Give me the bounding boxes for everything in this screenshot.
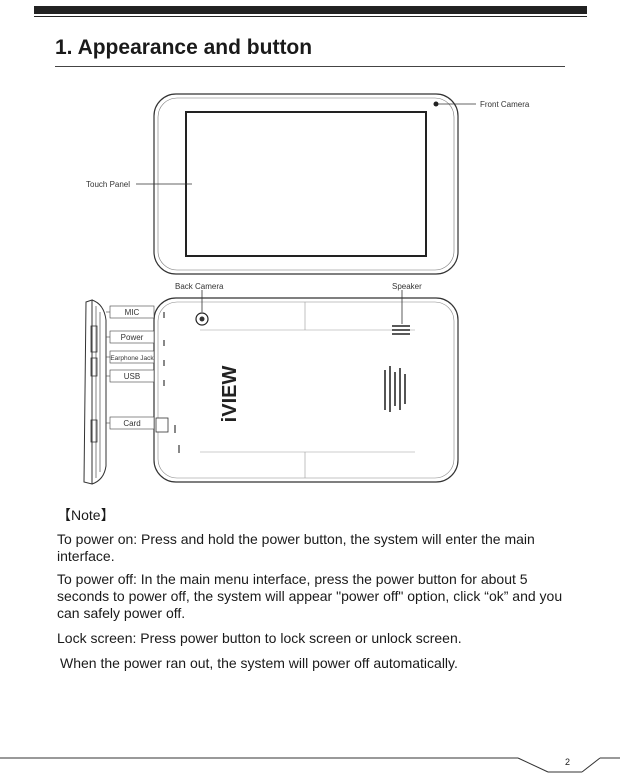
usb-label: USB [124,372,140,381]
svg-text:iVIEW: iVIEW [219,366,241,423]
section-title: 1. Appearance and button [55,36,313,59]
touch-panel-screen [185,111,427,257]
note-paragraph-power-on: To power on: Press and hold the power bu… [57,531,535,564]
card-slot [155,417,169,433]
tablet-side-profile [83,299,107,485]
earphone-jack-label: Earphone Jack [110,355,154,362]
note-paragraph-power-off: To power off: In the main menu interface… [57,571,563,621]
power-label: Power [121,333,144,342]
front-camera-label: Front Camera [480,100,530,109]
back-camera-label: Back Camera [175,282,224,291]
speaker-grille [392,325,410,335]
page-number: 2 [565,757,571,767]
mic-label: MIC [125,308,140,317]
speaker-label: Speaker [392,282,422,291]
side-port-callouts [106,305,155,430]
touch-panel-label: Touch Panel [86,180,130,189]
tablet-back-shell [153,297,459,483]
header-rule [34,16,587,17]
note-paragraph-auto-off: When the power ran out, the system will … [60,655,458,671]
tablet-back-view: iVIEW [153,290,459,483]
footer-rule [0,757,620,773]
tablet-front-view [136,93,476,275]
tablet-figure: Front Camera Touch Panel iVIEW [83,93,530,485]
note-heading: 【Note】 [57,507,115,523]
front-camera-dot [433,101,439,107]
regulatory-marks [384,366,406,412]
header-bar [34,6,587,14]
note-paragraph-lock-screen: Lock screen: Press power button to lock … [57,630,462,646]
brand-logo: iVIEW [219,366,241,423]
title-rule [55,66,565,67]
card-label: Card [123,419,140,428]
